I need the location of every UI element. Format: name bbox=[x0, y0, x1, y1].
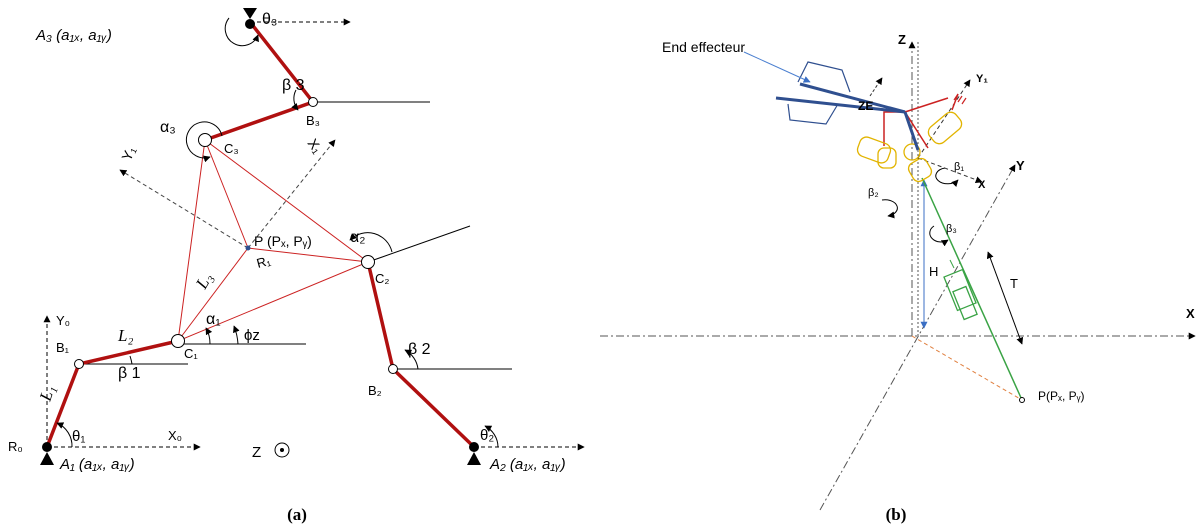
ground-a3 bbox=[243, 8, 257, 19]
label-p: P (Pₓ, Pᵧ) bbox=[254, 233, 312, 249]
label-c3: C₃ bbox=[224, 141, 239, 156]
label-alpha3: α₃ bbox=[160, 119, 176, 136]
label-a2: A₂ (a₁ₓ, a₁ᵧ) bbox=[489, 456, 566, 473]
label-local-x: X bbox=[978, 179, 986, 191]
label-beta3-b: β₃ bbox=[946, 223, 957, 235]
angle-arcs bbox=[56, 17, 499, 448]
label-beta2: β 2 bbox=[408, 341, 431, 358]
label-x0: X₀ bbox=[168, 428, 182, 443]
label-beta1-b: β₁ bbox=[954, 161, 964, 173]
yellow-joints bbox=[856, 111, 963, 183]
label-z: Z bbox=[252, 444, 261, 461]
joint-c2 bbox=[361, 255, 375, 269]
joint-b2 bbox=[388, 364, 398, 374]
ground-a2 bbox=[467, 452, 481, 465]
joint-c1 bbox=[171, 334, 185, 348]
label-r1: R₁ bbox=[255, 253, 273, 271]
z-axis-symbol bbox=[274, 442, 290, 458]
x1-axis bbox=[247, 139, 336, 249]
ground-a1 bbox=[40, 452, 54, 465]
label-h: H bbox=[929, 264, 938, 279]
rotation-arcs-b bbox=[881, 167, 959, 247]
joint-a3 bbox=[245, 19, 255, 29]
joint-b1 bbox=[74, 359, 84, 369]
label-p-b: P(Pₓ, Pᵧ) bbox=[1038, 389, 1084, 403]
y1-axis bbox=[119, 169, 249, 249]
label-a1: A₁ (a₁ₓ, a₁ᵧ) bbox=[59, 456, 135, 473]
label-b3: B₃ bbox=[306, 113, 320, 128]
label-y0: Y₀ bbox=[56, 313, 70, 328]
joint-a2 bbox=[469, 442, 479, 452]
local-y1-axis bbox=[917, 79, 971, 159]
label-theta3: θ₃ bbox=[262, 11, 277, 28]
label-r0: R₀ bbox=[8, 439, 23, 454]
label-world-z: Z bbox=[898, 32, 906, 47]
world-y-axis bbox=[819, 164, 1016, 511]
green-leg bbox=[921, 177, 1023, 401]
label-beta3: β 3 bbox=[282, 77, 305, 94]
label-l3: L₃ bbox=[192, 269, 217, 293]
label-y1: Y₁ bbox=[118, 144, 139, 164]
joints bbox=[40, 8, 481, 465]
c2-reference-line bbox=[367, 225, 471, 263]
label-c1: C₁ bbox=[184, 346, 198, 361]
panel-b: End effecteur Z X Y ZE Y₁ X β₁ β₂ β₃ H T… bbox=[600, 32, 1196, 524]
label-theta1: θ₁ bbox=[72, 428, 85, 445]
label-end-effector: End effecteur bbox=[662, 39, 745, 55]
panel-a: A₃ (a₁ₓ, a₁ᵧ) θ₃ β 3 B₃ α₃ C₃ Y₁ X₁ P (P… bbox=[8, 8, 585, 524]
t-dimension bbox=[986, 251, 1024, 345]
label-world-x: X bbox=[1186, 306, 1195, 321]
end-effector bbox=[775, 61, 920, 151]
label-alpha2: α₂ bbox=[350, 229, 365, 246]
label-beta2-b: β₂ bbox=[868, 187, 879, 199]
label-t: T bbox=[1010, 276, 1018, 291]
label-alpha1: α₁ bbox=[206, 311, 221, 328]
label-ze: ZE bbox=[858, 99, 873, 113]
local-x-axis bbox=[917, 157, 983, 184]
joint-c3 bbox=[198, 133, 212, 147]
joint-b3 bbox=[308, 97, 318, 107]
local-ze-axis bbox=[869, 77, 883, 97]
label-c2: C₂ bbox=[375, 271, 389, 286]
label-b1: B₁ bbox=[56, 340, 70, 355]
projection-line bbox=[911, 335, 1023, 401]
point-p bbox=[245, 245, 251, 251]
caption-b: (b) bbox=[886, 505, 907, 524]
end-effector-pointer bbox=[743, 51, 811, 83]
label-b2: B₂ bbox=[368, 383, 382, 398]
label-local-y1: Y₁ bbox=[976, 73, 988, 85]
label-a3: A₃ (a₁ₓ, a₁ᵧ) bbox=[35, 27, 112, 44]
caption-a: (a) bbox=[287, 505, 307, 524]
label-l2: L₂ bbox=[117, 326, 133, 345]
red-frame bbox=[883, 93, 967, 149]
label-theta2: θ₂ bbox=[480, 427, 494, 444]
label-world-y: Y bbox=[1016, 158, 1025, 173]
label-x1: X₁ bbox=[305, 136, 326, 157]
point-p-b bbox=[1019, 397, 1025, 403]
label-phi-z: ϕz bbox=[244, 327, 260, 344]
label-beta1: β 1 bbox=[118, 365, 141, 382]
moving-platform bbox=[177, 139, 370, 342]
joint-a1 bbox=[42, 442, 52, 452]
label-l1: L₁ bbox=[35, 383, 58, 404]
